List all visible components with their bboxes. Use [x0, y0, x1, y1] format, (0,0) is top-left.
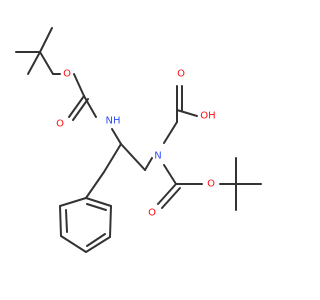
bond: [85, 197, 112, 207]
bond: [27, 51, 41, 75]
bond: [157, 183, 177, 205]
boc-group-2: [157, 157, 262, 211]
bond: [72, 98, 89, 121]
background: [0, 0, 300, 300]
atom-acid-carbonyl-oxygen: O: [177, 69, 185, 80]
bond: [86, 203, 107, 211]
bond: [60, 235, 87, 253]
bond: [120, 143, 146, 171]
carboxymethyl-group: [163, 85, 198, 144]
atom-boc2-ester-oxygen: O: [207, 179, 215, 190]
bond: [86, 233, 106, 247]
bond: [109, 205, 112, 238]
bond: [59, 205, 62, 237]
bond: [65, 209, 68, 233]
boc-group-1: [15, 27, 97, 121]
bond: [144, 157, 153, 171]
molecule-structure: O O NH OH O N O O: [0, 0, 300, 300]
bond: [85, 171, 105, 199]
bond: [68, 95, 85, 118]
atom-tertiary-nitrogen: N: [154, 151, 161, 162]
bond: [163, 121, 178, 144]
atom-boc1-ester-oxygen: O: [63, 69, 71, 80]
bond: [176, 109, 198, 117]
bond: [39, 51, 54, 75]
bond: [163, 164, 177, 185]
atom-acid-hydroxyl: OH: [200, 111, 215, 122]
bond: [111, 128, 122, 145]
phenyl-ring: [59, 197, 112, 253]
bond: [73, 73, 85, 97]
backbone: [85, 128, 153, 199]
atom-amine-nh: NH: [106, 116, 121, 127]
bond: [59, 197, 87, 207]
atom-boc1-carbonyl-oxygen: O: [56, 119, 64, 130]
atom-labels: O O NH OH O N O O: [56, 69, 216, 219]
bond: [161, 187, 181, 209]
bond: [103, 143, 122, 173]
bond: [85, 236, 111, 253]
atom-boc2-carbonyl-oxygen: O: [148, 208, 156, 219]
bond: [39, 27, 53, 53]
bond: [83, 95, 97, 118]
